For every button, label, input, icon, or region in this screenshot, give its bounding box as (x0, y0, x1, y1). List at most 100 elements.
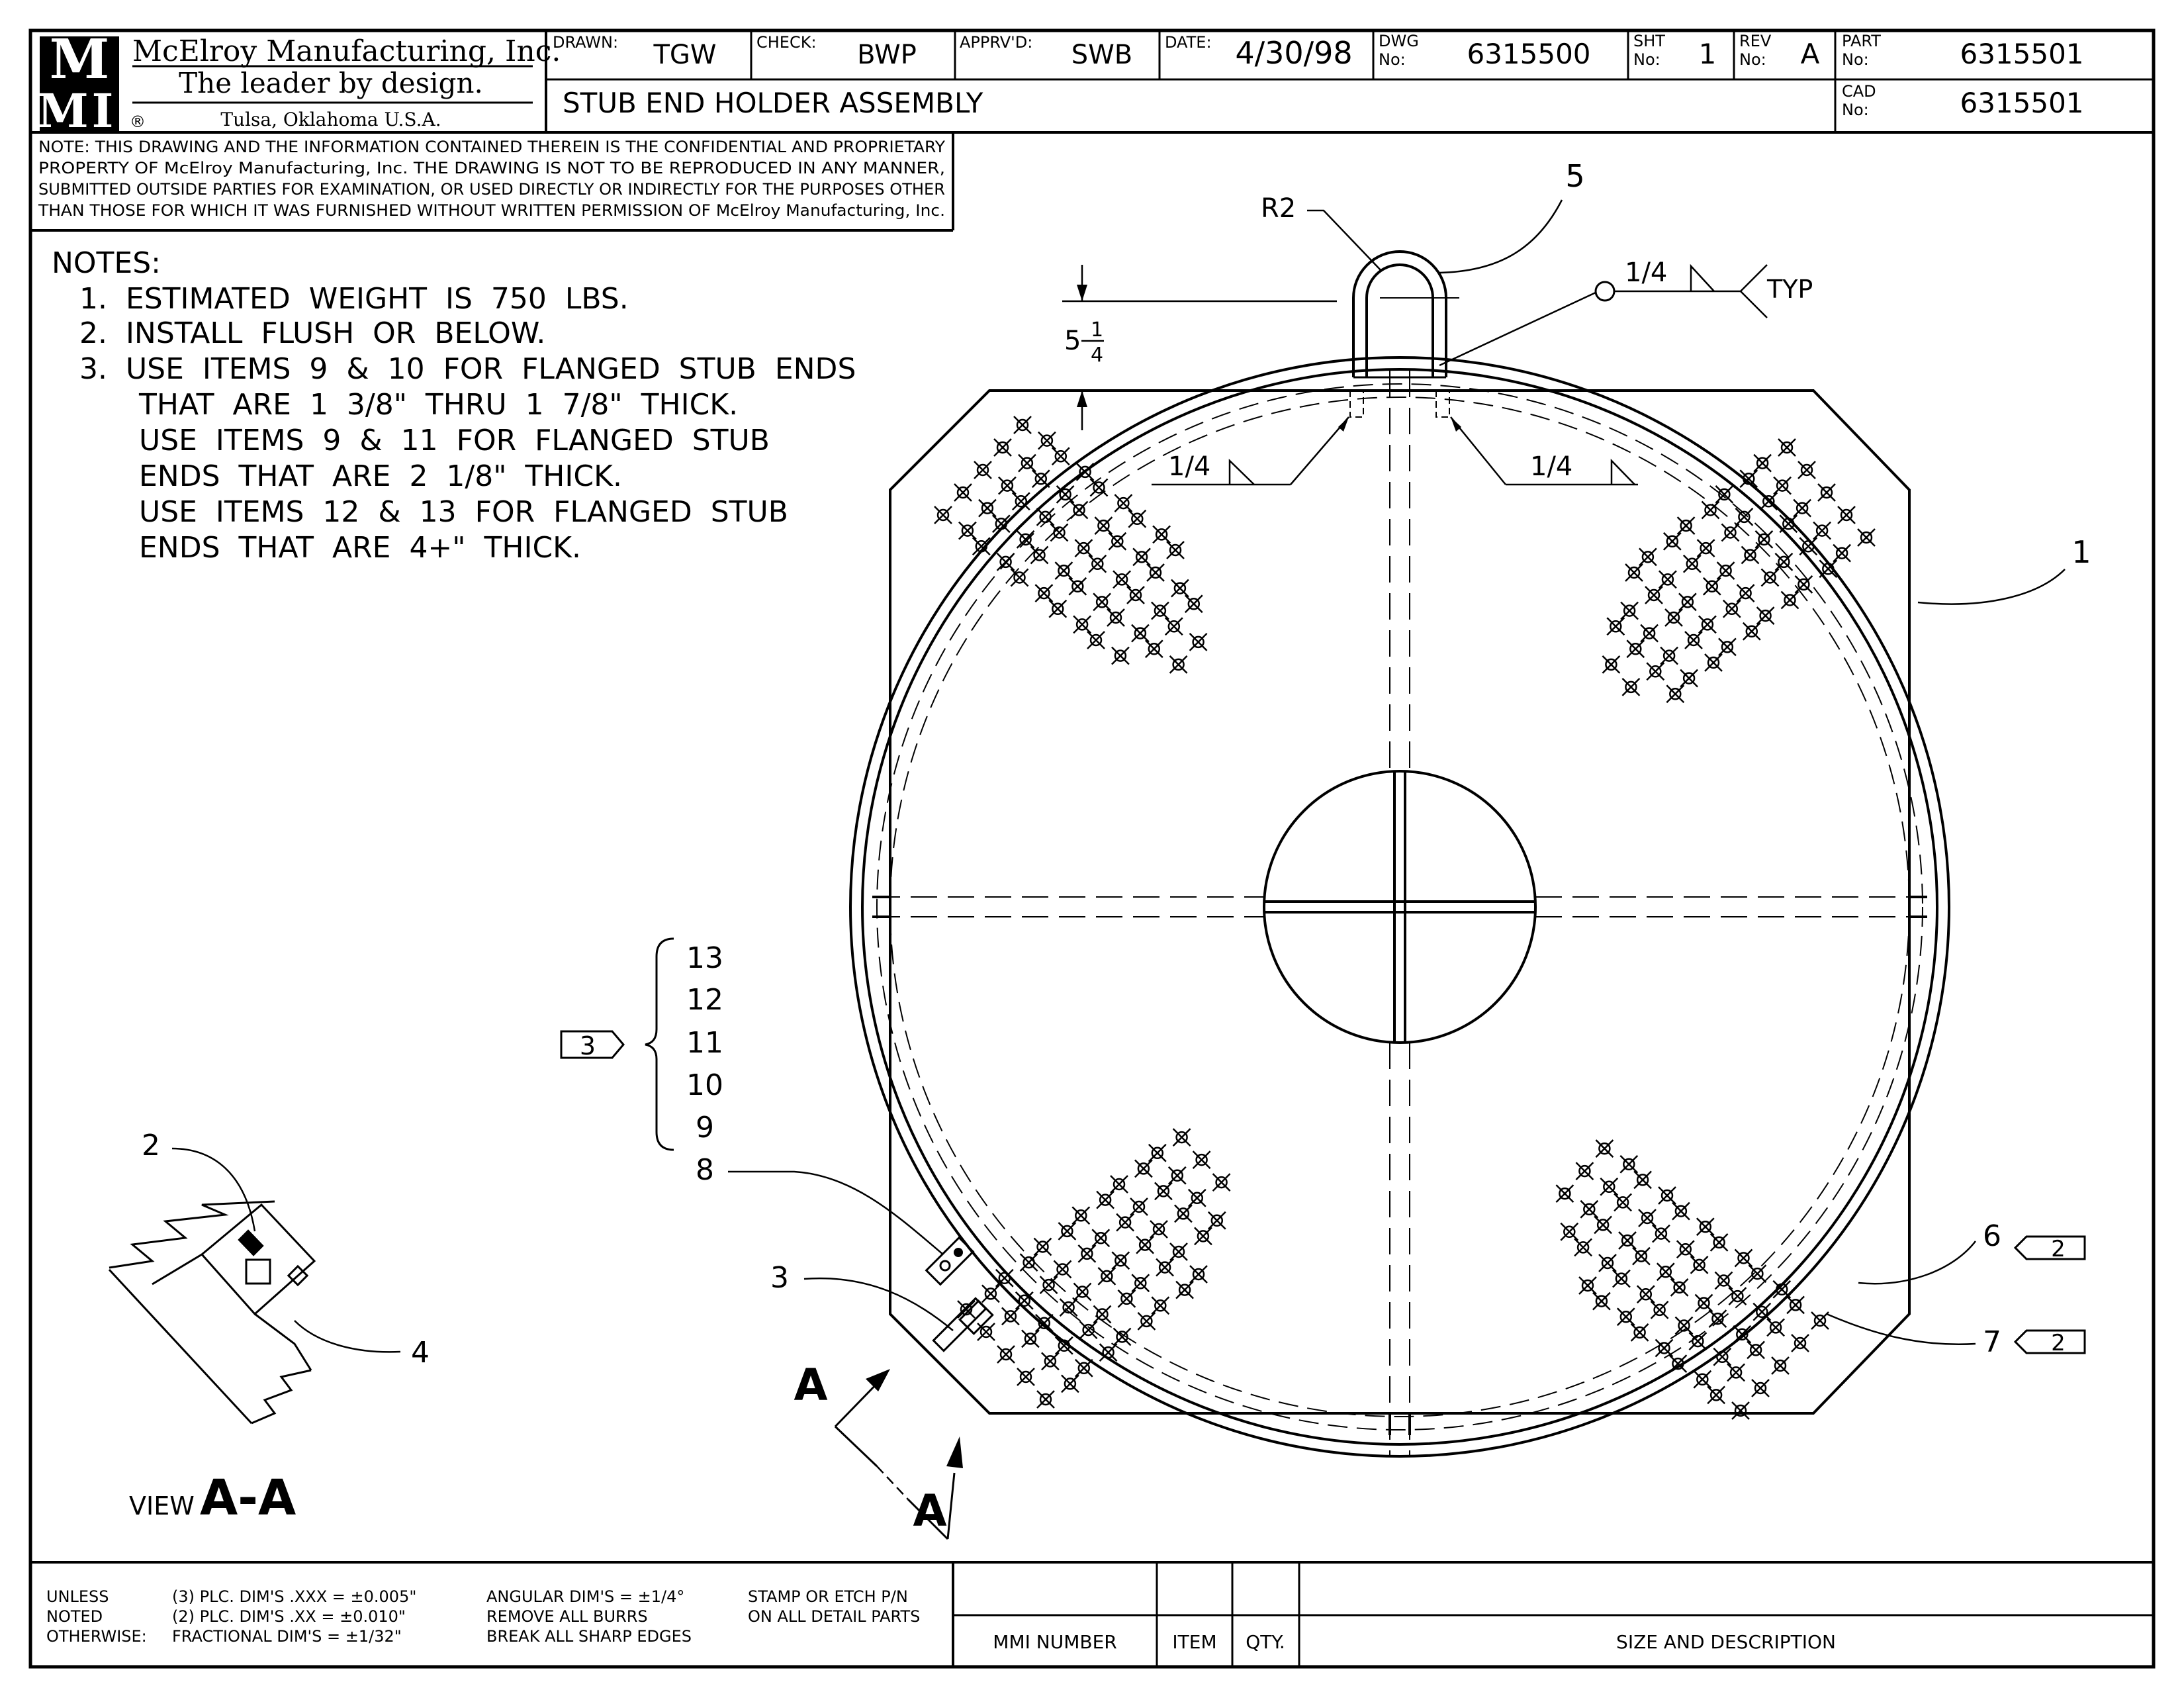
bolt-hole (1134, 1159, 1154, 1178)
bolt-hole (1111, 1251, 1130, 1270)
bolt-hole (1656, 1262, 1676, 1282)
bolt-hole (1696, 1217, 1715, 1237)
bolt-hole (1600, 1177, 1619, 1197)
bolt-hole (953, 483, 973, 502)
bolt-hole (1676, 1240, 1696, 1259)
weld-size-top: 1/4 (1625, 258, 1667, 288)
bolt-hole (1752, 1302, 1772, 1322)
bolt-hole (1580, 1199, 1599, 1219)
radius-callout: R2 (1261, 193, 1296, 224)
center-hub (1263, 770, 1537, 1044)
bolt-hole (976, 1322, 996, 1342)
bolt-hole (1095, 1190, 1115, 1209)
bolt-hole (1560, 1222, 1579, 1242)
bolt-hole (1639, 624, 1659, 643)
bolt-hole (1786, 1295, 1805, 1315)
note-flag-3: 3 (580, 1031, 596, 1060)
bolt-hole (1019, 1252, 1038, 1272)
confidential-line-4: THAN THOSE FOR WHICH IT WAS FURNISHED WI… (38, 201, 945, 220)
drawn-label: DRAWN: (553, 33, 618, 52)
bolt-hole (1106, 608, 1126, 628)
bolt-hole (997, 476, 1017, 495)
bolt-hole (1812, 521, 1832, 540)
bolt-hole (1592, 1291, 1612, 1311)
bolt-hole (1668, 1354, 1688, 1374)
sht-label-1: SHT (1633, 32, 1665, 50)
item-9: 9 (696, 1111, 714, 1145)
bolt-hole (1856, 528, 1876, 547)
bolt-hole (1748, 1264, 1767, 1284)
bolt-hole (1688, 1331, 1707, 1351)
bolt-hole (1626, 639, 1645, 659)
bolt-hole (1799, 537, 1818, 556)
tol-fraction: FRACTIONAL DIM'S = ±1/32" (172, 1627, 402, 1646)
note-1: 1. ESTIMATED WEIGHT IS 750 LBS. (79, 282, 629, 316)
tol-2plc: (2) PLC. DIM'S .XX = ±0.010" (172, 1607, 406, 1626)
bolt-hole (1109, 1174, 1129, 1194)
bolt-hole (1715, 485, 1734, 504)
tol-angular: ANGULAR DIM'S = ±1/4° (486, 1587, 684, 1606)
tol-edges: BREAK ALL SHARP EDGES (486, 1627, 692, 1646)
bolt-hole (1034, 1313, 1054, 1333)
hidden-circle-inner (889, 397, 1910, 1417)
bolt-hole (1666, 684, 1685, 704)
part-label-1: PART (1842, 32, 1881, 50)
bolt-hole (1573, 1238, 1593, 1257)
bolt-hole (1734, 1248, 1753, 1268)
bolt-hole (1613, 1193, 1633, 1212)
bolt-hole (1650, 1300, 1669, 1320)
sheet-number: 1 (1699, 38, 1717, 70)
note-flag-6: 2 (2051, 1236, 2066, 1262)
bolt-hole (1094, 516, 1113, 536)
bolt-hole (1036, 1389, 1056, 1409)
lifting-eye (1349, 250, 1459, 418)
bolt-hole (1031, 469, 1051, 489)
bolt-hole (1016, 1367, 1036, 1387)
bolt-hole (1117, 1289, 1136, 1309)
bolt-hole (1696, 538, 1715, 558)
bolt-hole (1040, 1352, 1060, 1371)
bolt-hole (1779, 514, 1798, 534)
bolt-hole (1111, 646, 1130, 665)
bolt-hole (1054, 561, 1073, 581)
bolt-hole (1001, 1307, 1021, 1326)
bolt-hole (1637, 1208, 1657, 1228)
bolt-hole (1662, 532, 1682, 551)
bolt-hole (1702, 577, 1722, 596)
clamp-item-3 (932, 1297, 994, 1352)
bolt-hole (1655, 1338, 1674, 1358)
bolt-hole (1050, 523, 1069, 542)
drawing-title: STUB END HOLDER ASSEMBLY (563, 87, 983, 119)
item-1-balloon: 1 (2071, 534, 2091, 570)
bolt-hole (1088, 554, 1107, 574)
bolt-hole (1624, 563, 1644, 583)
bolt-hole (1756, 606, 1775, 626)
bolt-hole (1071, 1206, 1091, 1225)
bolt-hole (1011, 492, 1031, 511)
bolt-hole (1731, 1401, 1751, 1421)
item-7-balloon: 7 (1983, 1325, 2001, 1359)
revision: A (1801, 38, 1820, 70)
bolt-hole (1612, 1269, 1631, 1288)
bolt-hole (1671, 1201, 1691, 1221)
bolt-hole (996, 1344, 1016, 1364)
bolt-hole (1165, 540, 1185, 560)
bolt-hole (991, 514, 1011, 534)
bolt-hole (1698, 615, 1717, 634)
bolt-hole (1099, 1342, 1118, 1362)
mmi-logo: M M I (37, 28, 119, 138)
confidential-line-2: PROPERTY OF McElroy Manufacturing, Inc. … (38, 159, 945, 177)
bolt-hole (1164, 617, 1184, 636)
bolt-hole (1774, 552, 1794, 572)
bolt-hole (1092, 592, 1112, 612)
bottom-block: UNLESS NOTED OTHERWISE: (3) PLC. DIM'S .… (30, 1561, 2154, 1667)
bolt-hole (1684, 630, 1704, 650)
bolt-hole (1638, 547, 1658, 567)
date-value: 4/30/98 (1235, 35, 1352, 71)
bolt-hole (1091, 1229, 1111, 1248)
drawn-value: TGW (653, 40, 717, 70)
bolt-hole (1679, 669, 1699, 688)
cad-label-1: CAD (1842, 82, 1876, 101)
item-13: 13 (686, 941, 723, 975)
